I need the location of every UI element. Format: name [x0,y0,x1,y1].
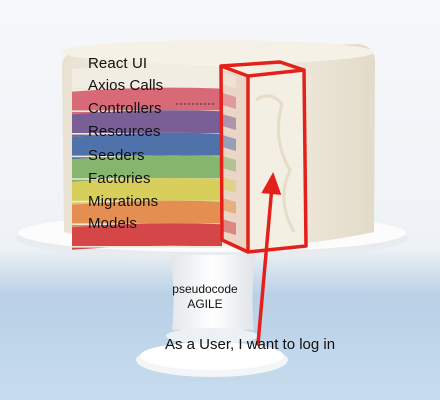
layer-label-migrations: Migrations [88,193,159,210]
stand-label-pseudocode: pseudocode [172,282,238,296]
stand-neck [166,328,258,344]
stand-pedestal [170,255,256,330]
stand-base-top [140,342,284,370]
cut-side-stripe-resources [222,135,236,151]
cut-side-stripe-controllers [222,114,236,130]
cake-layer-resources [72,132,222,160]
frosting-swirl [255,94,296,233]
layer-label-react-ui: React UI [88,55,148,72]
cake-layers [72,65,222,250]
cut-side-stripe-react-ui [222,72,236,88]
cut-side-stripe-seeders [222,156,236,172]
user-story-caption: As a User, I want to log in [165,336,336,353]
cake-layer-react-ui [72,65,222,92]
arrow [256,172,282,346]
cake-layer-axios-calls [72,87,222,115]
cut-side-stripe-factories [222,177,236,193]
stand-label-agile: AGILE [187,297,223,311]
cake-top [62,40,374,64]
cut-side-stripe-models [222,219,236,235]
cake-layer-factories [72,178,222,205]
cut-side-stripe-migrations [222,198,236,214]
cake-layer-seeders [72,155,222,182]
cake-layer-migrations [72,200,222,228]
cut-face-stripes [222,72,236,235]
cake-layer-models [72,223,222,250]
layer-label-axios-calls: Axios Calls [88,77,164,94]
layer-label-models: Models [88,215,137,232]
highlight-box [219,60,308,254]
layer-label-resources: Resources [88,123,161,140]
layer-label-seeders: Seeders [88,147,145,164]
layer-label-factories: Factories [88,170,151,187]
cut-side-stripe-axios-calls [222,93,236,109]
cake-layer-controllers [72,110,222,137]
cut-wedge-front [248,70,306,252]
layer-label-controllers: Controllers [88,100,162,117]
